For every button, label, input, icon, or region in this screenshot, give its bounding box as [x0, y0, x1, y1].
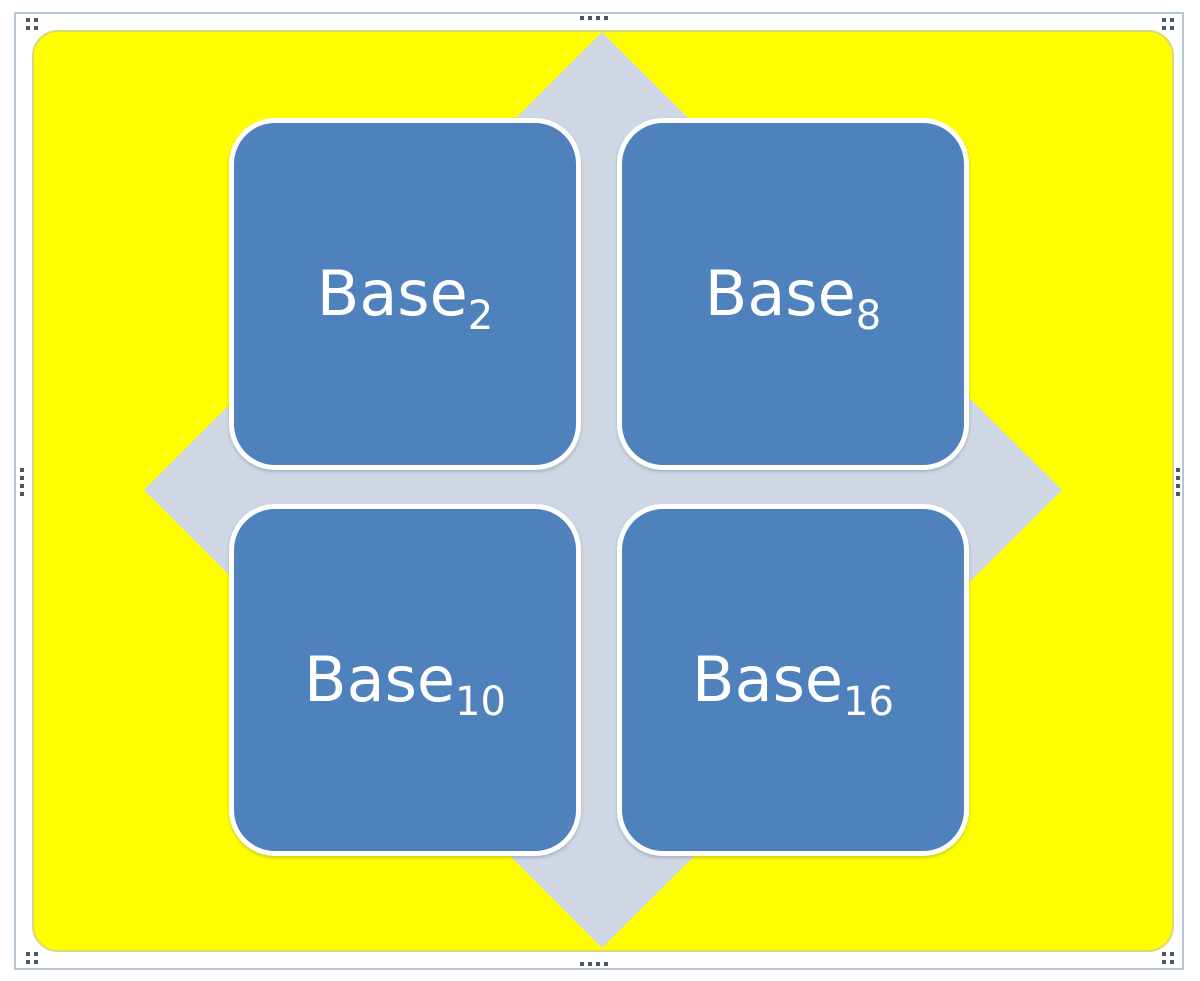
resize-handle-top-right[interactable] [1162, 18, 1174, 30]
tile-base-10[interactable]: Base10 [229, 504, 581, 856]
tile-base-2[interactable]: Base2 [229, 118, 581, 470]
tile-label-base-2: Base2 [316, 257, 494, 339]
resize-handle-left[interactable] [20, 468, 24, 496]
resize-handle-top-left[interactable] [26, 18, 38, 30]
resize-handle-right[interactable] [1176, 468, 1180, 496]
tile-label-base-10: Base10 [304, 643, 506, 725]
tile-label-base-16: Base16 [692, 643, 894, 725]
tile-base-8[interactable]: Base8 [617, 118, 969, 470]
resize-handle-top[interactable] [580, 16, 608, 20]
tile-label-base-8: Base8 [704, 257, 882, 339]
resize-handle-bottom-left[interactable] [26, 952, 38, 964]
resize-handle-bottom[interactable] [580, 962, 608, 966]
tile-base-16[interactable]: Base16 [617, 504, 969, 856]
resize-handle-bottom-right[interactable] [1162, 952, 1174, 964]
